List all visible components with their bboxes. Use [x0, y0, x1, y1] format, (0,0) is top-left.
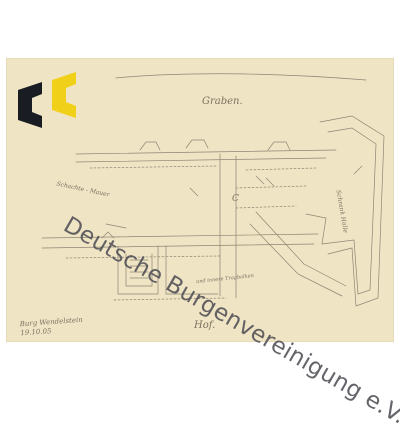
- page: { "sheet": { "label_graben": "Graben.", …: [6, 58, 400, 430]
- dbv-logo-icon: [18, 72, 76, 128]
- label-c: C: [232, 194, 239, 204]
- logo-right-shape: [52, 72, 76, 118]
- logo-left-shape: [18, 82, 42, 128]
- label-hof: Hof.: [194, 320, 216, 331]
- floor-plan-sketch: [41, 73, 385, 307]
- label-graben: Graben.: [202, 96, 243, 107]
